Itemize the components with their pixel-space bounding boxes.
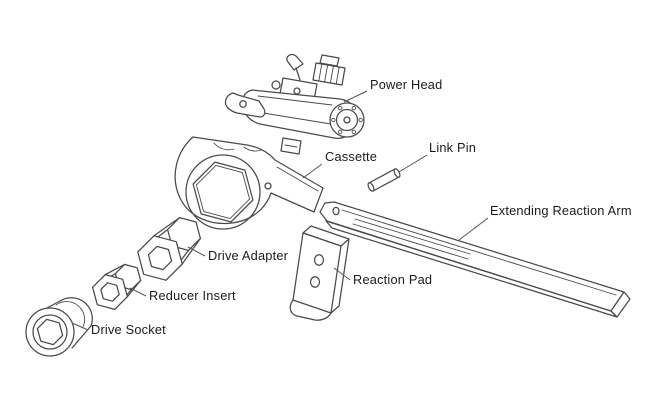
link-pin-leader: [398, 154, 428, 173]
cassette-label: Cassette: [325, 149, 377, 164]
cassette-part: [174, 136, 324, 230]
link-pin-label: Link Pin: [429, 140, 476, 155]
power-head-label: Power Head: [370, 77, 442, 92]
power-head-part: [224, 53, 365, 155]
drive-socket-label: Drive Socket: [91, 322, 166, 337]
drive-socket-part: [25, 297, 93, 357]
link-pin-part: [367, 168, 401, 192]
extending-reaction-arm-leader: [458, 217, 489, 241]
reaction-pad-part: [289, 225, 350, 321]
drive-adapter-label: Drive Adapter: [208, 248, 289, 263]
extending-reaction-arm-part: [319, 201, 631, 318]
drive-adapter-part: [137, 216, 202, 281]
diagram-artwork: [25, 53, 631, 357]
reducer-insert-label: Reducer Insert: [149, 288, 236, 303]
leader-lines: [71, 90, 489, 331]
reducer-insert-leader: [129, 287, 147, 297]
reducer-insert-part: [91, 263, 142, 311]
reaction-pad-leader: [333, 267, 351, 281]
cassette-leader: [302, 163, 323, 179]
power-head-leader: [343, 90, 368, 103]
extending-reaction-arm-label: Extending Reaction Arm: [490, 203, 632, 218]
drive-socket-leader: [71, 322, 89, 331]
drive-adapter-leader: [187, 246, 206, 257]
reaction-pad-label: Reaction Pad: [353, 272, 432, 287]
part-labels: Power Head Cassette Link Pin Extending R…: [91, 77, 632, 337]
